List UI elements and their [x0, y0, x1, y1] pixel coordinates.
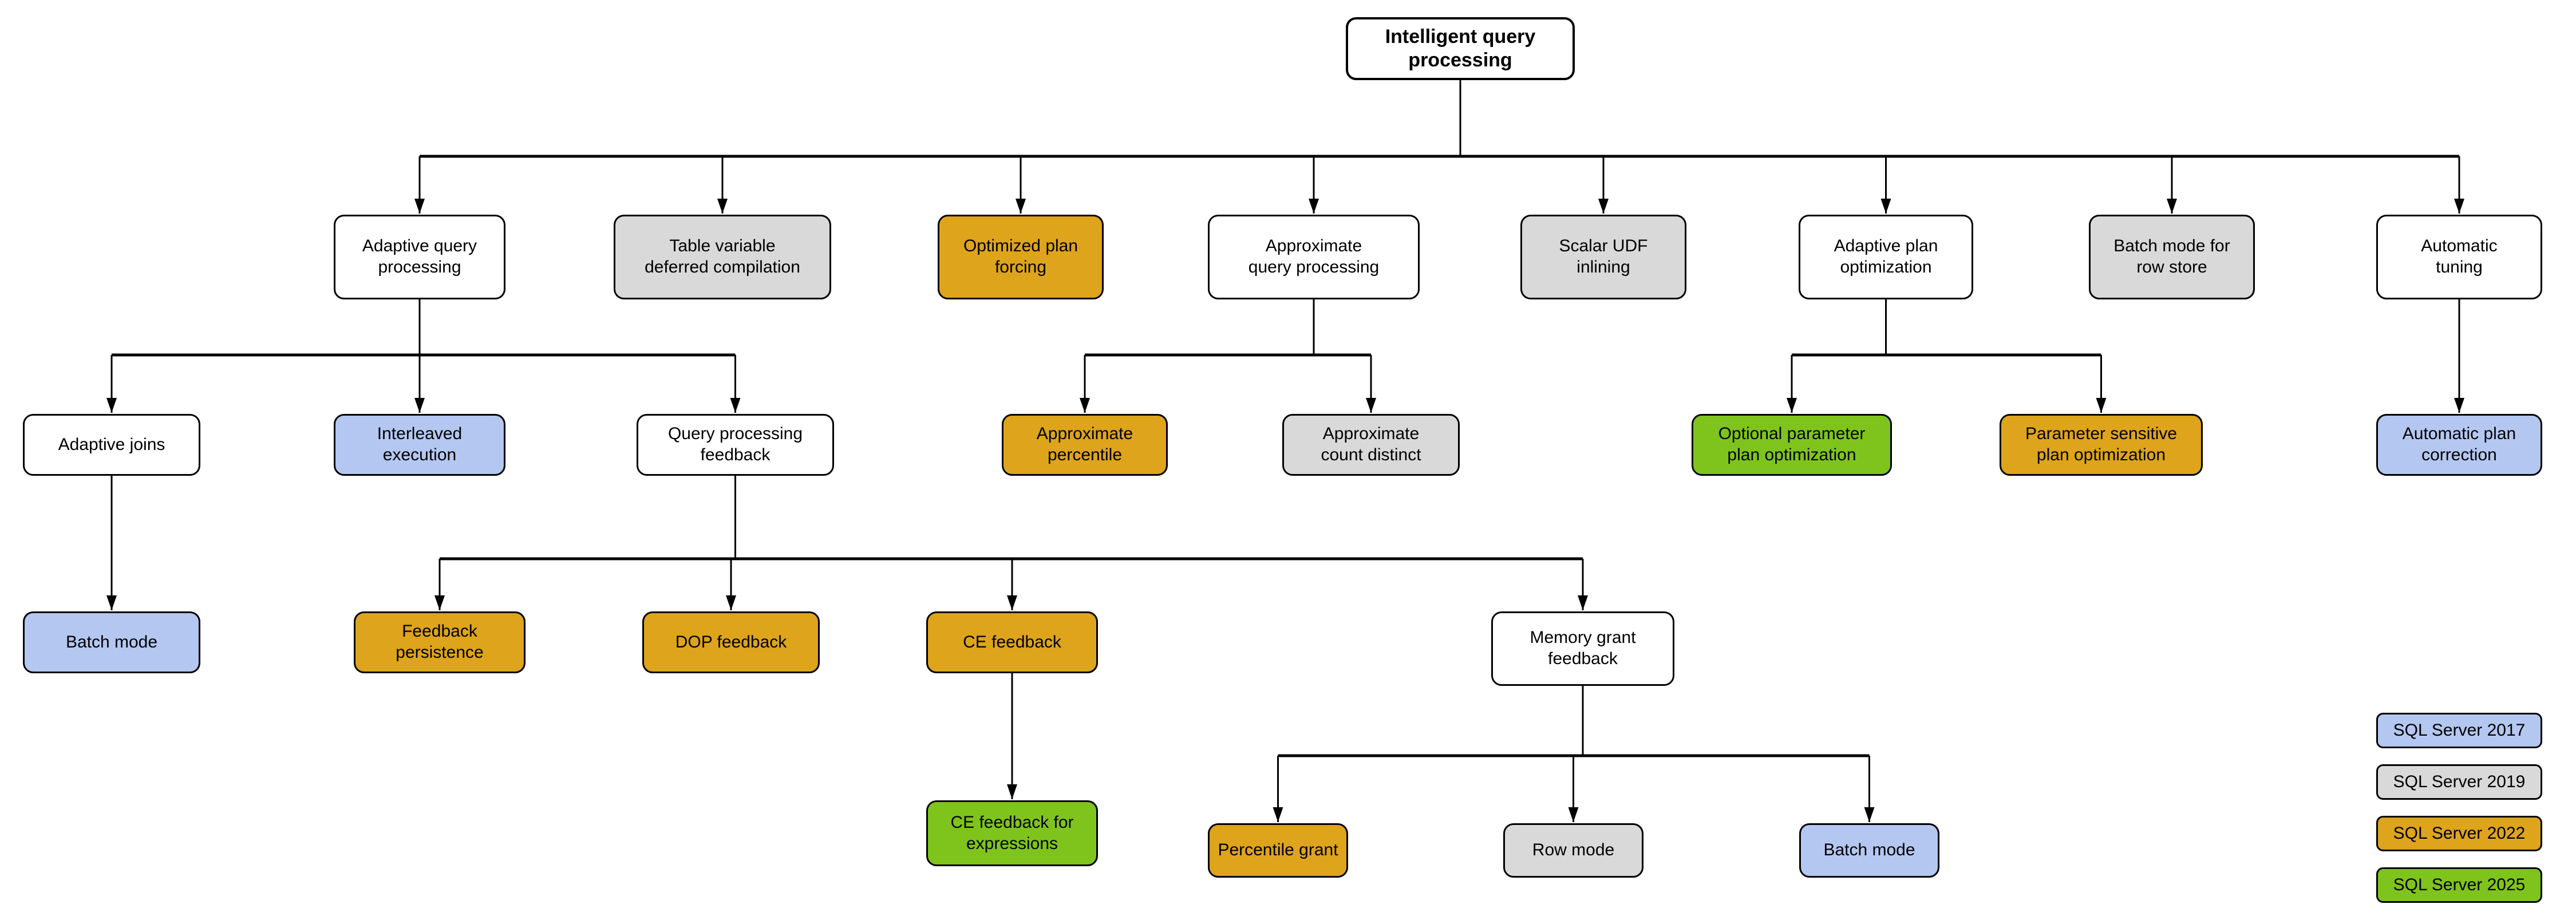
node-adaptive_joins[interactable]: Adaptive joins: [23, 414, 200, 476]
node-opf[interactable]: Optimized plan forcing: [938, 215, 1104, 299]
node-label: Approximate count distinct: [1321, 424, 1421, 464]
node-autotune[interactable]: Automatic tuning: [2376, 215, 2542, 299]
node-apc[interactable]: Automatic plan correction: [2376, 414, 2542, 476]
node-aqp[interactable]: Adaptive query processing: [334, 215, 505, 299]
node-tvdc[interactable]: Table variable deferred compilation: [614, 215, 831, 299]
legend-item-label: SQL Server 2019: [2393, 772, 2526, 791]
legend-item-label: SQL Server 2022: [2393, 824, 2526, 843]
node-label: Adaptive plan optimization: [1834, 236, 1938, 277]
node-label: Adaptive joins: [58, 435, 165, 454]
legend-item-label: SQL Server 2025: [2393, 875, 2526, 894]
node-label: Optimized plan forcing: [963, 236, 1078, 277]
node-label: Approximate query processing: [1248, 236, 1380, 277]
node-label: Row mode: [1532, 840, 1615, 860]
legend-item-sql_server_2017: SQL Server 2017: [2376, 713, 2542, 748]
node-label: Automatic tuning: [2421, 236, 2498, 277]
node-label: Interleaved execution: [377, 424, 463, 464]
node-label: Parameter sensitive plan optimization: [2025, 424, 2178, 464]
node-pct_grant[interactable]: Percentile grant: [1208, 823, 1348, 878]
legend-item-sql_server_2019: SQL Server 2019: [2376, 764, 2542, 800]
node-label: Memory grant feedback: [1530, 628, 1636, 668]
node-root[interactable]: Intelligent query processing: [1346, 17, 1575, 80]
node-label: CE feedback for expressions: [950, 812, 1074, 853]
legend-item-sql_server_2025: SQL Server 2025: [2376, 867, 2542, 903]
node-label: Approximate percentile: [1036, 424, 1133, 464]
node-ce_fb[interactable]: CE feedback: [926, 611, 1098, 673]
node-approx_pct[interactable]: Approximate percentile: [1002, 414, 1168, 476]
node-label: Batch mode: [65, 632, 158, 652]
node-label: Table variable deferred compilation: [645, 236, 800, 277]
node-label: Feedback persistence: [396, 622, 484, 662]
node-fb_persist[interactable]: Feedback persistence: [354, 611, 526, 673]
node-ce_fb_expr[interactable]: CE feedback for expressions: [926, 800, 1098, 866]
node-mgf[interactable]: Memory grant feedback: [1491, 611, 1674, 686]
node-pspo[interactable]: Parameter sensitive plan optimization: [2000, 414, 2203, 476]
node-row_mode[interactable]: Row mode: [1503, 823, 1643, 878]
node-label: Optional parameter plan optimization: [1718, 424, 1866, 464]
node-approx_qp[interactable]: Approximate query processing: [1208, 215, 1420, 299]
node-bmrs[interactable]: Batch mode for row store: [2089, 215, 2255, 299]
node-label: Scalar UDF inlining: [1559, 236, 1648, 277]
node-label: Adaptive query processing: [362, 236, 477, 277]
legend-item-sql_server_2022: SQL Server 2022: [2376, 816, 2542, 851]
node-batch_mode_aj[interactable]: Batch mode: [23, 611, 200, 673]
node-label: Intelligent query processing: [1385, 25, 1536, 71]
node-oppo[interactable]: Optional parameter plan optimization: [1692, 414, 1892, 476]
node-label: Batch mode: [1823, 840, 1915, 860]
node-dop_fb[interactable]: DOP feedback: [642, 611, 820, 673]
node-label: CE feedback: [963, 632, 1061, 652]
legend-item-label: SQL Server 2017: [2393, 721, 2526, 740]
node-label: Query processing feedback: [667, 424, 803, 464]
node-interleaved[interactable]: Interleaved execution: [334, 414, 505, 476]
node-label: Percentile grant: [1218, 840, 1338, 860]
node-label: Batch mode for row store: [2113, 236, 2230, 277]
node-approx_cnt[interactable]: Approximate count distinct: [1282, 414, 1460, 476]
node-udf[interactable]: Scalar UDF inlining: [1520, 215, 1686, 299]
node-apo[interactable]: Adaptive plan optimization: [1799, 215, 1973, 299]
node-qpf[interactable]: Query processing feedback: [637, 414, 834, 476]
node-label: Automatic plan correction: [2402, 424, 2516, 464]
node-label: DOP feedback: [675, 632, 787, 652]
node-batch_mode_mgf[interactable]: Batch mode: [1799, 823, 1939, 878]
